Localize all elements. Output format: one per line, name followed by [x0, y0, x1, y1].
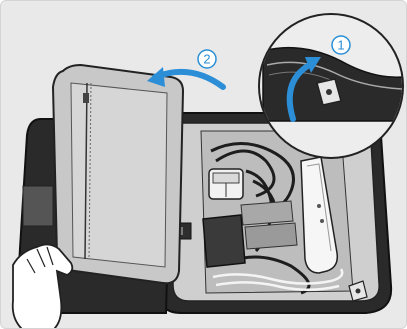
strap-block [23, 186, 53, 226]
charger-block [209, 169, 243, 199]
zoom-circle [259, 14, 403, 158]
step-1-label: 1 [337, 38, 344, 53]
step-number-badge: 2 [198, 50, 216, 68]
step-2-label: 2 [203, 52, 210, 67]
step-number-badge: 1 [332, 36, 350, 54]
case-lid [53, 65, 183, 283]
